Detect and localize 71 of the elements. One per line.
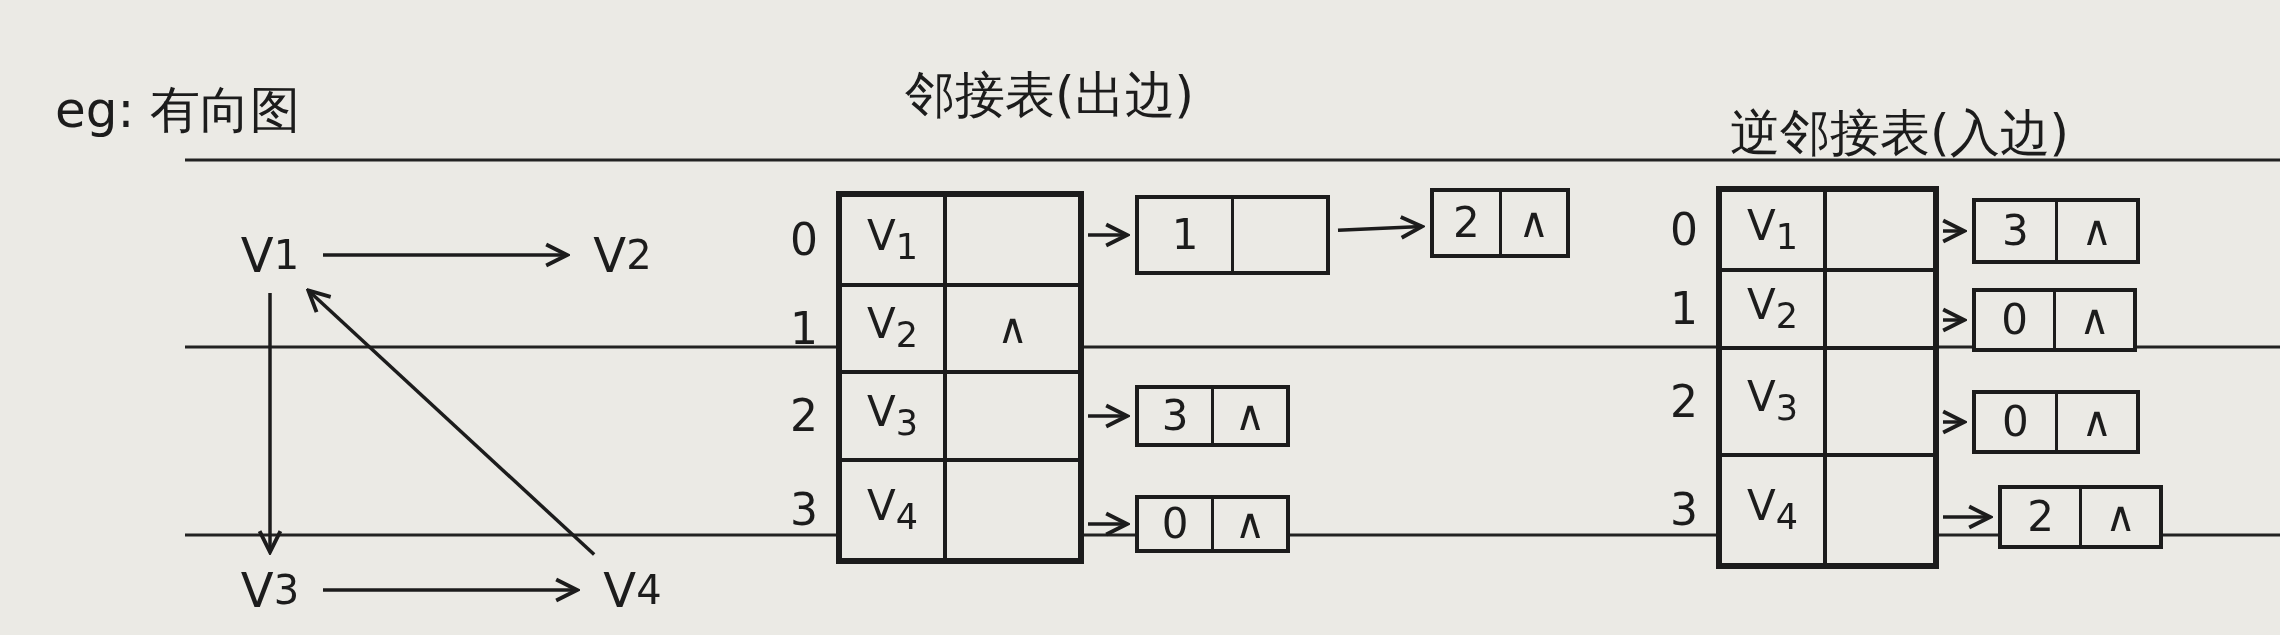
table-cell (945, 460, 1080, 560)
null-marker: ∧ (1234, 395, 1266, 437)
vertex-name: V$_{4}$ (1747, 484, 1798, 536)
vertex-name: V$_{4}$ (867, 484, 918, 536)
arrow (1337, 215, 1424, 240)
arrow (1088, 403, 1129, 429)
list-node (1972, 288, 2137, 352)
arrow (1941, 409, 1966, 435)
arrow (1941, 218, 1966, 244)
arrow (257, 293, 283, 554)
index-number: 1 (790, 306, 818, 351)
vertex-name: V$_{2}$ (1747, 283, 1798, 335)
index-number: 3 (1670, 488, 1698, 532)
vertex-name: V$_{1}$ (867, 214, 918, 266)
index-number: 2 (790, 394, 818, 438)
table-cell (840, 372, 945, 460)
list-node (1972, 198, 2140, 264)
section-heading: eg: 有向图 (55, 85, 301, 135)
vertex-name: V$_{2}$ (867, 303, 918, 354)
list-node (1998, 485, 2163, 549)
arrow (323, 242, 569, 268)
list-node (1135, 195, 1330, 275)
table-cell (945, 195, 1080, 285)
node-value: 1 (1171, 214, 1199, 256)
table-cell (1720, 190, 1825, 270)
list-node (1430, 188, 1570, 258)
node-value: 2 (2027, 496, 2054, 538)
arrow (1941, 307, 1966, 333)
node-value: 3 (1161, 395, 1189, 437)
table-cell (1825, 348, 1935, 455)
table-cell (1825, 455, 1935, 565)
node-value: 0 (1161, 503, 1189, 545)
index-number: 2 (1670, 379, 1698, 424)
index-number: 0 (1670, 208, 1698, 252)
table-cell (1825, 190, 1935, 270)
null-marker: ∧ (2081, 401, 2113, 443)
vertex-name: V$_{3}$ (1747, 376, 1798, 427)
null-marker: ∧ (2079, 299, 2110, 341)
arrow (1943, 504, 1992, 530)
table-cell (840, 460, 945, 560)
vertex-name: V$_{3}$ (867, 390, 918, 442)
node-value: 0 (2001, 401, 2029, 443)
list-node (1135, 495, 1290, 553)
null-marker: ∧ (2081, 210, 2113, 252)
table-cell (945, 285, 1080, 372)
list-node (1135, 385, 1290, 447)
list-node (1972, 390, 2140, 454)
table-cell (840, 285, 945, 372)
arrow (1088, 222, 1129, 248)
arrow (1088, 511, 1129, 537)
table-cell (840, 195, 945, 285)
index-number: 1 (1670, 287, 1698, 331)
table-cell (1825, 270, 1935, 348)
null-marker: ∧ (997, 307, 1028, 350)
table-cell (1720, 455, 1825, 565)
null-marker: ∧ (1518, 202, 1550, 244)
section-heading: 逆邻接表(入边) (1730, 108, 2069, 158)
null-marker: ∧ (1234, 503, 1266, 545)
node-value: 3 (2001, 210, 2029, 252)
table-cell (1720, 270, 1825, 348)
section-heading: 邻接表(出边) (905, 70, 1194, 120)
index-number: 3 (790, 488, 818, 532)
table-cell (1720, 348, 1825, 455)
node-value: 2 (1452, 202, 1480, 244)
arrow (323, 577, 579, 603)
table-cell (945, 372, 1080, 460)
vertex-name: V$_{1}$ (1747, 204, 1798, 256)
arrow (306, 288, 596, 556)
node-value: 0 (2001, 299, 2028, 341)
null-marker: ∧ (2105, 496, 2136, 538)
index-number: 0 (790, 218, 818, 262)
